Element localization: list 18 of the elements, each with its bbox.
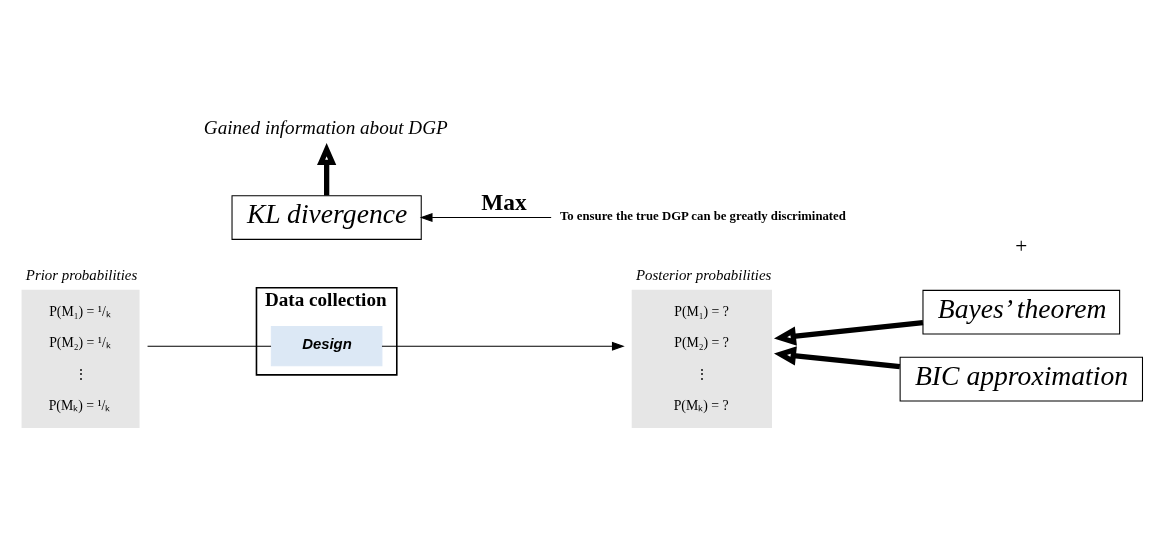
- node-text: Gained information about DGP: [203, 117, 448, 138]
- node-text: To ensure the true DGP can be greatly discriminated: [559, 208, 846, 223]
- node-box: Bayes’ theorem: [922, 289, 1121, 335]
- arrow: [317, 143, 337, 196]
- node-box: P(M₁) = ? P(M₂) = ? ⋮ P(Mₖ) = ?: [631, 289, 773, 429]
- arrow: [419, 213, 552, 222]
- connector: [147, 345, 272, 347]
- edge-label: Max: [481, 188, 527, 215]
- arrow: [381, 341, 625, 351]
- node-box: Design: [270, 326, 383, 367]
- label: +: [1015, 233, 1028, 258]
- node-box: BIC approximation: [899, 356, 1143, 402]
- node-label: Posterior probabilities: [635, 267, 772, 284]
- arrow: [773, 346, 901, 370]
- arrow: [773, 319, 924, 346]
- node-box: P(M₁) = ¹/ₖ P(M₂) = ¹/ₖ ⋮ P(Mₖ) = ¹/ₖ: [21, 289, 140, 429]
- node-label: Prior probabilities: [25, 267, 138, 284]
- node-box: KL divergence: [231, 195, 422, 240]
